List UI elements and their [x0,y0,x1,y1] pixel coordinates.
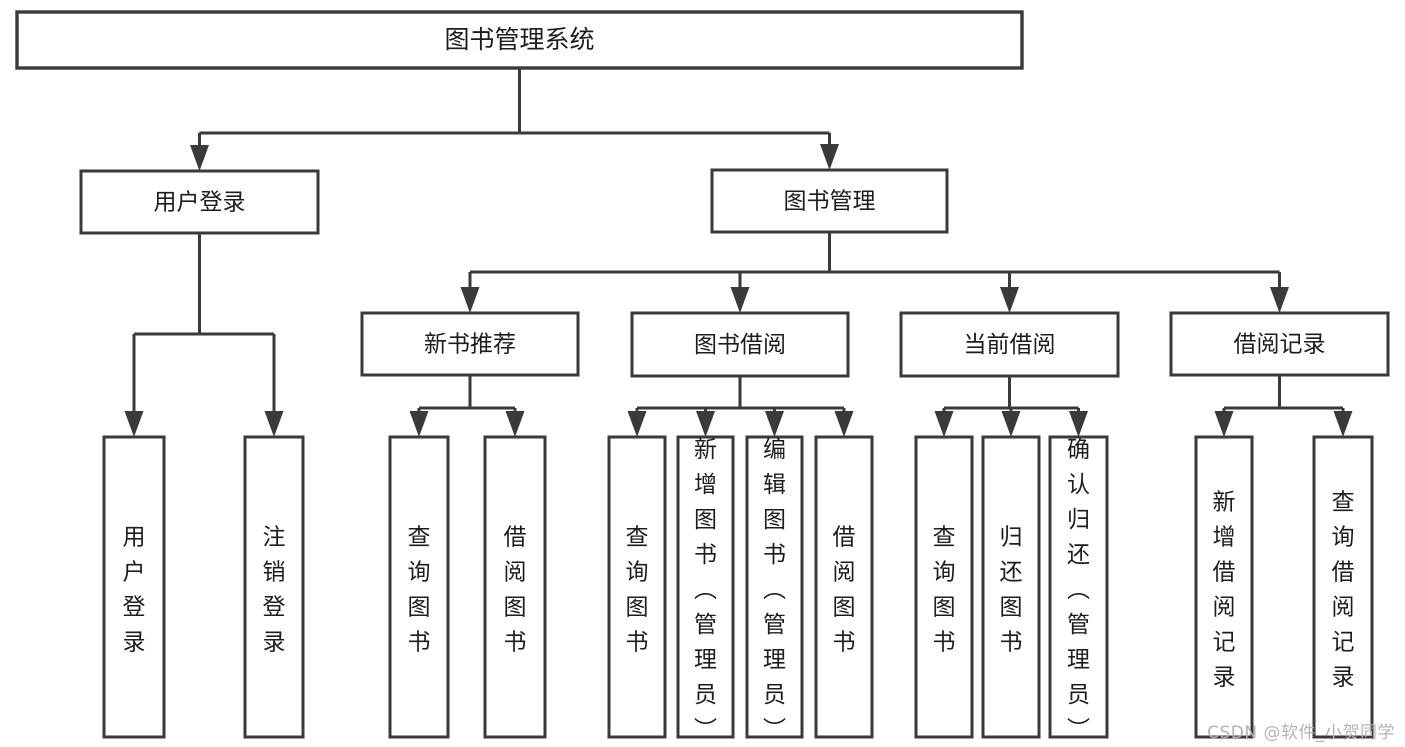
node-box[interactable] [1048,435,1109,739]
node-label: 新增借阅记录 [1213,489,1236,690]
node-label: 查询图书 [933,524,956,655]
node-box[interactable] [79,169,320,235]
arrow-head-icon [264,411,284,437]
node-box[interactable] [15,10,1024,70]
arrow-head-icon [627,411,647,437]
node-label: 图书管理系统 [444,25,594,54]
arrow-head-icon [1001,411,1021,437]
node-label: 编辑图书︵管理员︶ [763,437,786,743]
edge-group-user_login [124,233,284,437]
node-leaf-add-book[interactable]: 新增图书︵管理员︶ [676,435,735,743]
node-label: 图书管理 [784,189,876,215]
arrow-head-icon [834,411,854,437]
node-leaf-edit-book[interactable]: 编辑图书︵管理员︶ [745,435,804,743]
edge-group-book_borrow [627,376,854,437]
node-label: 借阅图书 [504,524,527,655]
node-box[interactable] [243,435,305,739]
node-box[interactable] [483,435,547,739]
arrow-head-icon [820,144,839,170]
arrow-head-icon [124,411,144,437]
node-box[interactable] [1312,435,1374,739]
node-label: 归还图书 [1000,524,1023,655]
node-label: 查询图书 [626,524,649,655]
edge-group-book_manage [460,232,1289,313]
node-leaf-query-record[interactable]: 查询借阅记录 [1312,435,1374,739]
node-label: 用户登录 [123,524,146,655]
node-leaf-confirm-return[interactable]: 确认归还︵管理员︶ [1048,435,1109,743]
arrow-head-icon [505,411,525,437]
node-leaf-add-record[interactable]: 新增借阅记录 [1194,435,1254,739]
node-box[interactable] [914,435,974,739]
edge-group-root [190,68,839,171]
node-new-book-rec[interactable]: 新书推荐 [360,311,580,377]
node-leaf-query-book-1[interactable]: 查询图书 [388,435,450,739]
node-leaf-query-book-3[interactable]: 查询图书 [914,435,974,739]
node-label: 图书借阅 [694,332,786,358]
arrow-head-icon [765,411,784,437]
node-box[interactable] [102,435,166,739]
node-label: 借阅图书 [833,524,856,655]
edge-group-borrow_record [1214,375,1353,437]
node-box[interactable] [360,311,580,377]
node-book-manage[interactable]: 图书管理 [710,168,949,234]
watermark-text: CSDN @软件_小贺同学 [1207,723,1395,743]
arrow-head-icon [190,145,209,171]
edge-group-new_book_rec [409,375,525,437]
node-box[interactable] [899,311,1120,378]
arrow-head-icon [696,411,715,437]
node-box[interactable] [745,435,804,739]
node-box[interactable] [1169,311,1390,377]
edge-group-current_borrow [934,376,1088,437]
arrow-head-icon [1333,411,1353,437]
node-box[interactable] [630,311,850,378]
node-user-login[interactable]: 用户登录 [79,169,320,235]
node-leaf-borrow-book-1[interactable]: 借阅图书 [483,435,547,739]
arrow-head-icon [409,411,429,437]
node-label: 当前借阅 [964,332,1056,358]
node-box[interactable] [676,435,735,739]
node-label: 借阅记录 [1234,332,1326,358]
arrow-head-icon [1270,287,1289,313]
node-leaf-logout[interactable]: 注销登录 [243,435,305,739]
node-box[interactable] [607,435,667,739]
node-book-borrow[interactable]: 图书借阅 [630,311,850,378]
node-label: 查询图书 [408,524,431,655]
arrow-head-icon [1214,411,1234,437]
arrow-head-icon [1000,287,1019,313]
node-borrow-record[interactable]: 借阅记录 [1169,311,1390,377]
node-label: 新增图书︵管理员︶ [694,437,717,743]
arrow-head-icon [730,287,750,313]
node-box[interactable] [388,435,450,739]
arrow-head-icon [1069,411,1088,437]
node-leaf-borrow-book-2[interactable]: 借阅图书 [814,435,874,739]
node-root[interactable]: 图书管理系统 [15,10,1024,70]
node-box[interactable] [981,435,1041,739]
node-box[interactable] [814,435,874,739]
node-leaf-user-login[interactable]: 用户登录 [102,435,166,739]
node-label: 新书推荐 [424,332,516,358]
node-label: 注销登录 [263,524,286,655]
edge-layer [124,68,1353,437]
node-box[interactable] [1194,435,1254,739]
node-leaf-query-book-2[interactable]: 查询图书 [607,435,667,739]
node-label: 用户登录 [154,190,246,216]
node-label: 确认归还︵管理员︶ [1067,437,1090,743]
node-leaf-return-book[interactable]: 归还图书 [981,435,1041,739]
node-label: 查询借阅记录 [1332,489,1355,690]
node-box[interactable] [710,168,949,234]
node-layer: 图书管理系统用户登录图书管理新书推荐图书借阅当前借阅借阅记录用户登录注销登录查询… [15,10,1390,743]
node-current-borrow[interactable]: 当前借阅 [899,311,1120,378]
arrow-head-icon [460,287,480,313]
arrow-head-icon [934,411,954,437]
